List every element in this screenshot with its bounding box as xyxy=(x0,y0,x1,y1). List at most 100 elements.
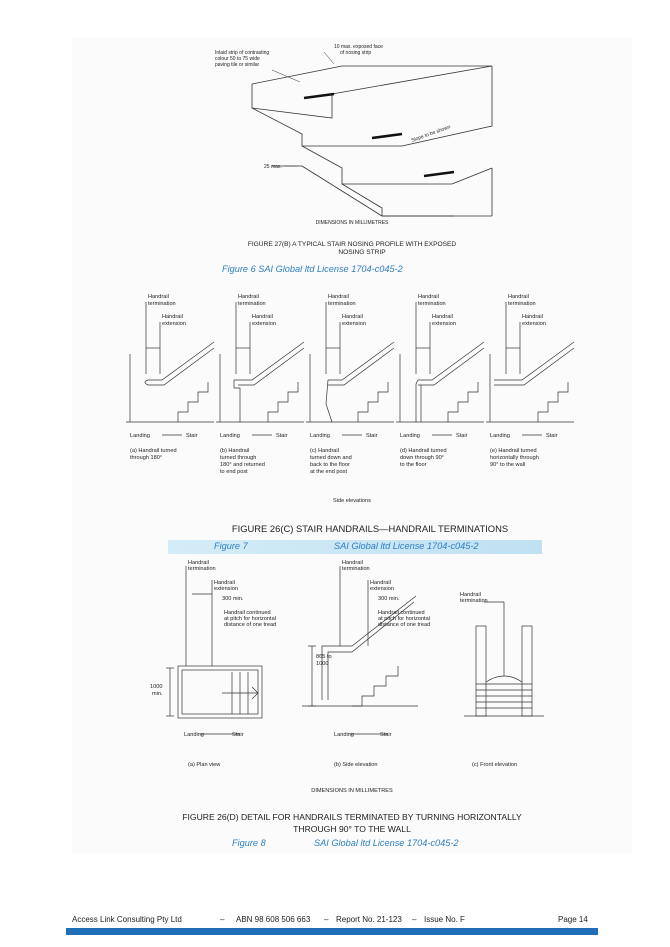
fig7-variant-caption-c-2: turned down and xyxy=(310,455,352,461)
fig8-caption-line-1: FIGURE 26(D) DETAIL FOR HANDRAILS TERMIN… xyxy=(182,812,522,822)
fig8b-landing-label: Landing xyxy=(334,732,354,738)
fig7-extension-label-2-e: extension xyxy=(522,321,546,327)
fig7-variant-caption-b-4: to end post xyxy=(220,469,248,475)
fig7-caption: FIGURE 26(C) STAIR HANDRAILS—HANDRAIL TE… xyxy=(232,523,508,534)
fig7-variant-caption-c-4: at the end post xyxy=(310,469,347,475)
fig7-termination-label-2-a: termination xyxy=(148,301,176,307)
handrail-terminations-drawing: HandrailterminationHandrailextensionLand… xyxy=(126,294,575,534)
fig7-termination-label-1-b: Handrail xyxy=(238,294,259,300)
fig7-variant-caption-a-2: through 180° xyxy=(130,455,162,461)
fig8a-termination-label-1: Handrail xyxy=(188,560,209,566)
fig7-stair-label-a: Stair xyxy=(186,433,198,439)
stair-nosing-drawing: Inlaid strip of contrasting colour 50 to… xyxy=(215,44,493,256)
figure-6-reference: Figure 6 SAI Global ltd License 1704-c04… xyxy=(222,264,403,274)
fig8a-extension-label-2: extension xyxy=(214,586,238,592)
footer-issue-number: Issue No. F xyxy=(424,915,465,924)
fig8-dimensions-label: DIMENSIONS IN MILLIMETRES xyxy=(311,788,393,794)
fig7-landing-label-c: Landing xyxy=(310,433,330,439)
fig7-side-elevations-label: Side elevations xyxy=(333,498,371,504)
fig7-extension-label-2-c: extension xyxy=(342,321,366,327)
fig6-exposed-label-1: 10 max. exposed face xyxy=(334,44,383,50)
footer-separator-1: – xyxy=(220,915,225,924)
fig7-variant-caption-e-2: horizontally through xyxy=(490,455,539,461)
fig8a-landing-label: Landing xyxy=(184,732,204,738)
fig6-inlaid-label-2: colour 50 to 75 wide xyxy=(215,56,260,62)
figure-7-ribbon xyxy=(168,540,542,554)
fig8a-stair-label: Stair xyxy=(232,732,244,738)
fig8-front-elevation-label: (c) Front elevation xyxy=(472,762,517,768)
fig7-variant-caption-c-3: back to the floor xyxy=(310,462,350,468)
fig7-stair-label-d: Stair xyxy=(456,433,468,439)
fig6-caption-line-1: FIGURE 27(B) A TYPICAL STAIR NOSING PROF… xyxy=(248,241,457,248)
fig8b-termination-label-2: termination xyxy=(342,566,370,572)
fig8a-min-label: min. xyxy=(152,691,163,697)
fig7-landing-label-a: Landing xyxy=(130,433,150,439)
fig7-extension-label-1-e: Handrail xyxy=(522,314,543,320)
fig8b-300min-label: 300 min. xyxy=(378,596,400,602)
handrail-variant-c: HandrailterminationHandrailextensionLand… xyxy=(306,294,395,475)
figure-8-reference-right: SAI Global ltd License 1704-c045-2 xyxy=(314,838,459,848)
fig7-termination-label-1-e: Handrail xyxy=(508,294,529,300)
fig7-variant-caption-d-1: (d) Handrail turned xyxy=(400,448,447,454)
footer-accent-bar xyxy=(66,928,598,935)
figure-7-reference-left: Figure 7 xyxy=(214,541,248,551)
fig8a-continued-label-3: distance of one tread xyxy=(224,622,276,628)
handrail-variant-b: HandrailterminationHandrailextensionLand… xyxy=(216,294,305,475)
handrail-variant-a: HandrailterminationHandrailextensionLand… xyxy=(126,294,215,461)
footer-company: Access Link Consulting Pty Ltd xyxy=(72,915,182,924)
fig8b-continued-label-1: Handrail continued xyxy=(378,610,425,616)
fig8b-865-label: 865 to xyxy=(316,654,332,660)
fig7-stair-label-b: Stair xyxy=(276,433,288,439)
handrail-variant-e: HandrailterminationHandrailextensionLand… xyxy=(486,294,575,468)
fig7-landing-label-b: Landing xyxy=(220,433,240,439)
figure-8-panel: Handrail termination Handrail extension … xyxy=(72,556,632,854)
fig7-variant-caption-d-3: to the floor xyxy=(400,462,427,468)
fig7-landing-label-d: Landing xyxy=(400,433,420,439)
fig8b-continued-label-3: distance of one tread xyxy=(378,622,430,628)
fig8b-continued-label-2: at pitch for horizontal xyxy=(378,616,430,622)
fig7-termination-label-2-b: termination xyxy=(238,301,266,307)
footer-abn: ABN 98 608 506 663 xyxy=(236,915,311,924)
fig6-caption-line-2: NOSING STRIP xyxy=(338,249,386,256)
fig7-termination-label-2-c: termination xyxy=(328,301,356,307)
fig8a-1000-label: 1000 xyxy=(150,684,162,690)
fig7-extension-label-2-b: extension xyxy=(252,321,276,327)
fig8a-continued-label-2: at pitch for horizontal xyxy=(224,616,276,622)
footer-separator-3: – xyxy=(412,915,417,924)
footer-report-number: Report No. 21-123 xyxy=(336,915,402,924)
fig7-variant-caption-b-1: (b) Handrail xyxy=(220,448,249,454)
fig8-caption-line-2: THROUGH 90° TO THE WALL xyxy=(293,824,411,834)
fig7-variant-caption-a-1: (a) Handrail turned xyxy=(130,448,177,454)
fig6-exposed-label-2: of nosing strip xyxy=(340,50,371,56)
fig8a-extension-label-1: Handrail xyxy=(214,580,235,586)
fig6-max25-label: 25 max. xyxy=(264,164,282,170)
fig8b-stair-label: Stair xyxy=(380,732,392,738)
figure-7-reference-right: SAI Global ltd License 1704-c045-2 xyxy=(334,541,479,551)
fig7-extension-label-1-c: Handrail xyxy=(342,314,363,320)
fig7-extension-label-2-a: extension xyxy=(162,321,186,327)
fig7-variant-caption-b-3: 180° and returned xyxy=(220,462,265,468)
fig7-landing-label-e: Landing xyxy=(490,433,510,439)
fig7-extension-label-2-d: extension xyxy=(432,321,456,327)
fig7-variant-caption-e-1: (e) Handrail turned xyxy=(490,448,537,454)
fig8-side-elevation-label: (b) Side elevation xyxy=(334,762,378,768)
figure-8-reference-left: Figure 8 xyxy=(232,838,266,848)
fig7-termination-label-1-d: Handrail xyxy=(418,294,439,300)
fig7-stair-label-c: Stair xyxy=(366,433,378,439)
fig8c-termination-label-2: termination xyxy=(460,598,488,604)
footer-page-number: Page 14 xyxy=(558,915,588,924)
fig7-termination-label-2-d: termination xyxy=(418,301,446,307)
handrail-variant-d: HandrailterminationHandrailextensionLand… xyxy=(396,294,485,468)
fig7-extension-label-1-a: Handrail xyxy=(162,314,183,320)
fig7-stair-label-e: Stair xyxy=(546,433,558,439)
fig8b-termination-label-1: Handrail xyxy=(342,560,363,566)
fig8-plan-view-label: (a) Plan view xyxy=(188,762,221,768)
fig7-extension-label-1-d: Handrail xyxy=(432,314,453,320)
fig8b-extension-label-2: extension xyxy=(370,586,394,592)
fig6-dimensions-label: DIMENSIONS IN MILLIMETRES xyxy=(316,220,389,226)
fig8a-termination-label-2: termination xyxy=(188,566,216,572)
fig8a-300min-label: 300 min. xyxy=(222,596,244,602)
fig8b-1000-label: 1000 xyxy=(316,661,328,667)
fig7-termination-label-1-a: Handrail xyxy=(148,294,169,300)
